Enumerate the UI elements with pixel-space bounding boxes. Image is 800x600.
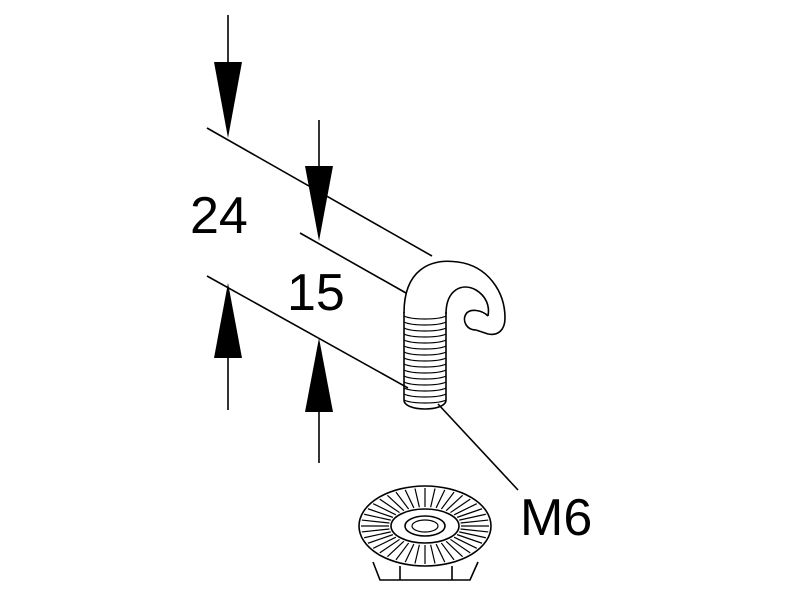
serration-line	[453, 503, 478, 516]
serration-line	[450, 538, 471, 554]
leader-line-m6	[437, 403, 519, 491]
serration-line	[404, 489, 415, 509]
dimension-24-arrows	[214, 15, 242, 410]
serration-line	[440, 491, 455, 510]
serration-line	[430, 544, 436, 564]
serration-line	[395, 542, 410, 561]
serration-line	[386, 540, 405, 558]
serration-line	[414, 488, 420, 508]
thread-size-label: M6	[520, 489, 592, 547]
flange-nut	[358, 485, 492, 581]
dimension-label-15: 15	[287, 264, 345, 322]
hook-tip	[463, 309, 489, 331]
serration-line	[456, 534, 483, 544]
thread-ridge	[403, 333, 447, 338]
flange-outer-rim	[358, 485, 492, 567]
serration-line	[395, 491, 410, 510]
thread-ridge	[403, 315, 447, 320]
serration-line	[386, 494, 405, 512]
thread-ridge	[403, 327, 447, 332]
dimension-24-bottom-arrow	[214, 283, 242, 358]
serration-line	[460, 528, 489, 533]
thread-ridge	[403, 345, 447, 350]
serration-line	[445, 540, 464, 558]
serration-line	[430, 488, 436, 508]
serration-line	[367, 534, 394, 544]
extension-line-bottom	[206, 275, 409, 389]
serration-line	[445, 494, 464, 512]
serration-line	[404, 543, 415, 563]
serration-line	[379, 538, 400, 554]
thread-ridge	[403, 375, 447, 380]
thread-ridge	[403, 351, 447, 356]
thread-ridge	[403, 381, 447, 386]
serration-line	[453, 536, 478, 549]
extension-line-top-15	[299, 232, 407, 294]
dimension-15-bottom-arrow	[305, 338, 333, 412]
serration-line	[364, 531, 391, 539]
thread-ridge	[403, 393, 447, 398]
thread-ridge	[403, 357, 447, 362]
serration-line	[459, 513, 486, 521]
thread-lines	[403, 315, 447, 404]
serration-line	[440, 542, 455, 561]
serration-line	[361, 519, 390, 524]
serration-line	[435, 543, 446, 563]
dimension-15-top-arrow	[305, 166, 333, 241]
thread-ridge	[403, 369, 447, 374]
serration-line	[364, 513, 391, 521]
serration-line	[459, 531, 486, 539]
hook-bend-outer	[403, 260, 506, 336]
hook-bend-inner	[445, 286, 490, 317]
nut-bore-inner	[404, 515, 446, 537]
dimension-24-top-arrow	[214, 62, 242, 138]
thread-ridge	[403, 363, 447, 368]
serration-line	[361, 528, 390, 533]
nut-bore-outer	[390, 508, 460, 544]
serration-line	[414, 544, 420, 564]
hook-bolt	[403, 260, 506, 410]
serration-line	[372, 503, 397, 516]
dimension-15-arrows	[305, 120, 333, 463]
serration-line	[372, 536, 397, 549]
thread-ridge	[403, 339, 447, 344]
extension-lines	[206, 127, 519, 491]
hex-body	[372, 561, 479, 581]
serration-line	[460, 519, 489, 524]
thread-ridge	[403, 399, 447, 404]
serration-line	[435, 489, 446, 509]
serration-line	[379, 498, 400, 514]
thread-ridge	[403, 321, 447, 326]
serration-line	[450, 498, 471, 514]
nut-bore-hole	[411, 519, 439, 533]
dimension-label-24: 24	[190, 187, 248, 245]
shank-end	[403, 399, 447, 410]
serration-line	[456, 508, 483, 518]
thread-ridge	[403, 387, 447, 392]
serration-line	[367, 508, 394, 518]
serration-lines	[361, 488, 489, 564]
